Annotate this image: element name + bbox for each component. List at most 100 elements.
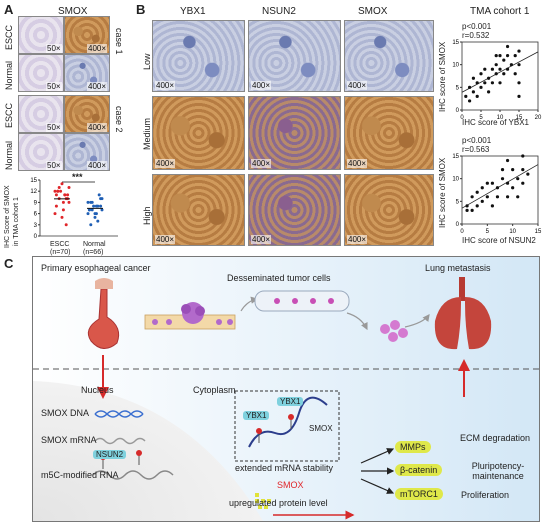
x-tick-label: 0 [460,115,464,121]
label-mrna: SMOX mRNA [41,435,97,445]
data-point [506,54,510,58]
data-point [485,181,489,185]
significance-stars: *** [72,172,83,182]
data-point [471,76,475,80]
data-point [511,168,515,172]
tumor-cell-cluster-icon [380,320,408,342]
data-point [480,186,484,190]
data-point [475,204,479,208]
smox-high: 400× [344,174,434,246]
data-point [465,208,469,212]
cohort-title: TMA cohort 1 [470,6,530,17]
panel-label-c: C [4,256,14,271]
label-stability: extended mRNA stability [235,463,334,473]
m5c-rna-icon [92,470,174,480]
scatter2-xlabel: IHC score of NSUN2 [462,236,536,245]
data-point [54,204,58,208]
y-tick-label: 12 [30,189,37,195]
data-point [487,90,491,94]
ybx1-badge-1: YBX1 [243,411,270,420]
col-label-smox: SMOX [358,6,388,17]
scatter1-r: r=0.532 [462,31,490,40]
x-tick-label: 20 [535,115,542,121]
data-point [92,204,96,208]
label-lung: Lung metastasis [425,263,491,273]
label-nucleus: Nucleus [81,385,114,395]
data-point [67,185,71,189]
y-tick-label: 3 [34,223,38,229]
col-label-ybx1: YBX1 [180,6,206,17]
data-point [468,99,472,103]
data-point [86,200,90,204]
data-point [57,185,61,189]
data-point [494,72,498,76]
plot-frame [461,41,539,111]
regression-line [461,51,539,93]
x-tick-label: 15 [535,229,542,235]
panel-a-title: SMOX [58,6,88,17]
row-label-low: Low [142,53,152,70]
data-point [516,177,520,181]
panel-label-a: A [4,2,14,17]
data-point [513,72,517,76]
y-tick-label: 15 [452,154,459,160]
data-point [60,182,64,186]
label-m5c: m5C-modified RNA [41,470,119,480]
col-label-nsun2: NSUN2 [262,6,296,17]
data-point [56,189,60,193]
data-point [517,94,521,98]
lung-icon [434,277,492,350]
data-point [479,72,483,76]
data-point [517,63,521,67]
label-smox-rna: SMOX [309,424,333,433]
pill-beta-catenin: β-catenin [395,464,443,476]
y-tick-label: 10 [452,177,459,183]
data-point [487,76,491,80]
data-point [516,195,520,199]
y-tick-label: 9 [34,200,38,206]
nsun2-low: 400× [248,20,341,92]
pill-mmps: MMPs [395,441,431,453]
data-point [96,219,100,223]
nsun2-high: 400× [248,174,341,246]
tumor-tissue-icon [144,302,236,330]
scatter1-ylabel: IHC score of SMOX [438,41,447,112]
y-tick-label: 0 [456,222,460,228]
panel-label-b: B [136,2,146,17]
smox-low: 400× [344,20,434,92]
x-tick-label: 10 [497,115,504,121]
data-point [61,208,65,212]
y-tick-label: 5 [456,199,460,205]
data-point [506,195,510,199]
x-tick-label: 5 [479,115,483,121]
data-point [99,204,103,208]
data-point [498,67,502,71]
data-point [506,67,510,71]
label-disseminated: Desseminated tumor cells [227,273,331,283]
data-point [495,195,500,199]
data-point [53,212,57,216]
data-point [465,204,469,208]
normal-case1-50x: 50× [18,54,64,92]
data-point [64,223,68,227]
ybx1-low: 400× [152,20,245,92]
mechanism-diagram: Primary esophageal cancer Desseminated t… [32,256,540,522]
data-point [464,94,468,98]
y-tick-label: 15 [452,40,459,46]
scatter2-ylabel: IHC score of SMOX [438,157,447,228]
nucleus-region [33,381,263,521]
row-label-escc-1: ESCC [4,24,14,50]
data-point [87,208,91,212]
normal-case2-400x: 400× [64,133,110,171]
effect-proliferation: Proliferation [461,490,510,500]
group-normal-label: Normal [83,241,106,248]
data-point [470,195,474,199]
case-2-label: case 2 [114,106,124,133]
data-point [60,215,64,219]
data-point [63,193,67,197]
case-1-label: case 1 [114,28,124,55]
group-escc-label: ESCC [50,241,70,248]
mrna-icon [94,437,146,445]
data-point [495,186,500,190]
